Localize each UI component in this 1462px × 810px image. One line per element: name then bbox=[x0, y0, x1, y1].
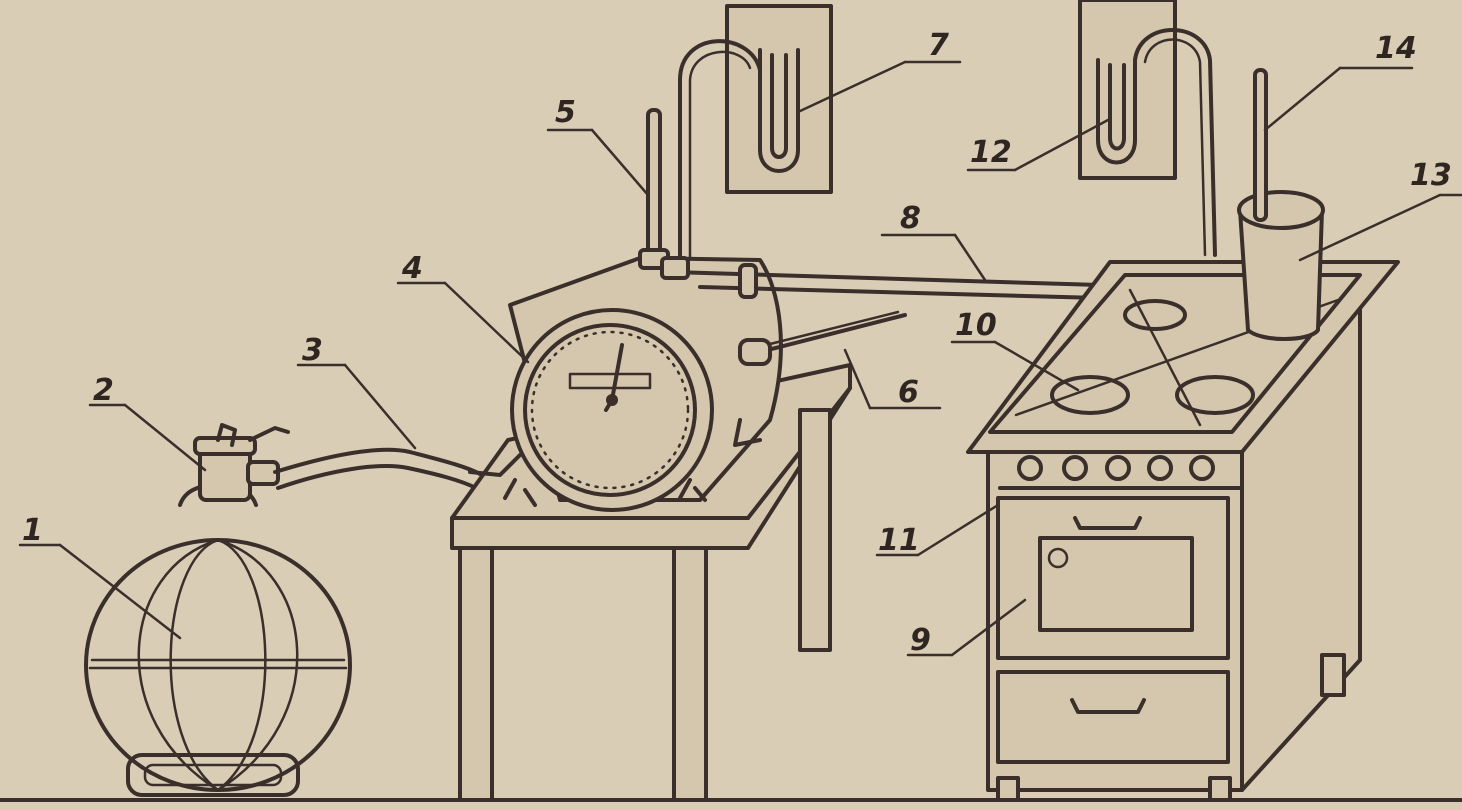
label-2: 2 bbox=[93, 373, 114, 408]
label-14: 14 bbox=[1375, 31, 1417, 66]
cylinder-valve bbox=[178, 423, 290, 507]
label-12: 12 bbox=[970, 135, 1012, 170]
label-5: 5 bbox=[555, 95, 576, 130]
gas-stove bbox=[986, 288, 1362, 802]
label-6: 6 bbox=[898, 375, 919, 410]
label-1: 1 bbox=[22, 513, 43, 548]
label-8: 8 bbox=[900, 201, 921, 236]
side-thermometer bbox=[738, 310, 907, 366]
label-10: 10 bbox=[955, 308, 997, 343]
label-9: 9 bbox=[910, 623, 931, 658]
label-3: 3 bbox=[302, 333, 323, 368]
label-11: 11 bbox=[878, 523, 920, 558]
label-4: 4 bbox=[401, 251, 423, 286]
stove-knobs bbox=[998, 455, 1242, 490]
gas-pipe bbox=[660, 256, 1102, 300]
gas-meter bbox=[468, 256, 783, 512]
leader-lines bbox=[18, 60, 1462, 657]
hose bbox=[273, 447, 482, 476]
manometer-left bbox=[678, 4, 833, 262]
hose-edge bbox=[276, 464, 478, 490]
label-13: 13 bbox=[1410, 158, 1452, 193]
label-7: 7 bbox=[928, 28, 949, 63]
water-vessel bbox=[1237, 190, 1325, 341]
manometer-right bbox=[1078, 0, 1217, 257]
vessel-thermometer bbox=[1253, 68, 1268, 222]
gas-cylinder bbox=[84, 538, 352, 797]
